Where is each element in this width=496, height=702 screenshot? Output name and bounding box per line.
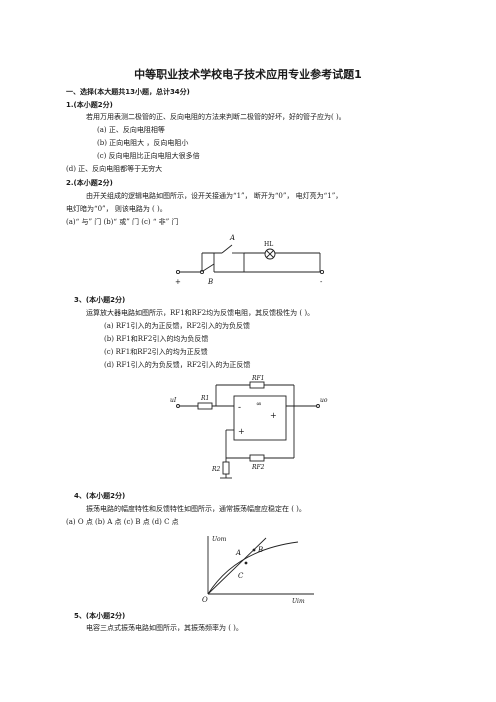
inverting-input-sign: - [238, 403, 241, 413]
q1-option-c: (c) 反向电阻比正向电阻大很多倍 [97, 152, 200, 160]
logic-switch-circuit: A B HL + - [175, 234, 325, 286]
q1-option-b: (b) 正向电阻大 ，反向电阻小 [97, 139, 189, 147]
q4-stem: 振荡电路的幅度特性和反馈特性如图所示，通常振荡幅度应稳定在 ( )。 [86, 505, 306, 513]
oscillation-characteristic-graph: Uom Uim O A B C [202, 536, 314, 605]
output-plus-sign: + [270, 411, 277, 420]
q2-options: (a)“ 与” 门 (b)“ 或” 门 (c) “ 非” 门 [66, 218, 179, 226]
input-voltage-label: uI [170, 397, 177, 404]
q3-option-d: (d) RF1引入的为负反馈，RF2引入的为正反馈 [104, 361, 251, 369]
q1-heading: 1.(本小题2分) [66, 101, 113, 109]
q4-heading: 4、(本小题2分) [74, 492, 126, 500]
opamp-circuit: uI uo R1 RF1 RF2 R2 ∞ - + + [170, 375, 328, 479]
x-axis-label: Uim [292, 598, 305, 605]
q2-stem-line2: 电灯暗为“0”， 则该电路为 ( )。 [66, 205, 167, 213]
point-a-label: A [235, 549, 241, 557]
q2-heading: 2.(本小题2分) [66, 179, 113, 187]
section-heading: 一、选择(本大题共13小题，总计34分) [66, 88, 190, 96]
q3-option-c: (c) RF1和RF2引入的均为正反馈 [104, 348, 208, 356]
rf1-label: RF1 [251, 375, 265, 382]
q3-option-a: (a) RF1引入的为正反馈，RF2引入的为负反馈 [104, 322, 251, 330]
plus-terminal-label: + [175, 278, 181, 286]
switch-a-label: A [229, 234, 235, 242]
switch-b-label: B [207, 278, 213, 286]
point-b-label: B [257, 546, 263, 554]
rf2-label: RF2 [251, 464, 265, 471]
q1-stem: 若用万用表测二极管的正、反向电阻的方法来判断二极管的好坏，好的管子应为( )。 [86, 113, 346, 121]
infinity-symbol: ∞ [256, 400, 262, 408]
origin-label: O [202, 596, 208, 604]
q1-option-d: (d) 正、反向电阻都等于无穷大 [66, 165, 163, 173]
page-title: 中等职业技术学校电子技术应用专业参考试题1 [134, 68, 362, 81]
r1-label: R1 [200, 395, 209, 402]
minus-terminal-label: - [320, 278, 323, 286]
q3-heading: 3、(本小题2分) [74, 296, 126, 304]
r2-label: R2 [211, 466, 221, 473]
q3-stem: 运算放大器电路如图所示，RF1和RF2均为反馈电阻，其反馈极性为 ( )。 [86, 309, 315, 317]
output-voltage-label: uo [320, 397, 328, 404]
q4-options: (a) O 点 (b) A 点 (c) B 点 (d) C 点 [66, 518, 179, 526]
q2-stem-line1: 由开关组成的逻辑电路如图所示，设开关接通为“1”， 断开为“0”， 电灯亮为“1… [86, 192, 343, 200]
point-c-label: C [238, 572, 244, 580]
lamp-label: HL [264, 241, 273, 248]
q5-stem: 电容三点式振荡电路如图所示，其振荡频率为 ( )。 [86, 624, 243, 632]
q5-heading: 5、(本小题2分) [74, 612, 126, 620]
y-axis-label: Uom [212, 536, 227, 543]
noninverting-input-sign: + [238, 427, 245, 436]
q3-option-b: (b) RF1和RF2引入的均为负反馈 [104, 335, 209, 343]
q1-option-a: (a) 正、反向电阻相等 [97, 126, 165, 134]
